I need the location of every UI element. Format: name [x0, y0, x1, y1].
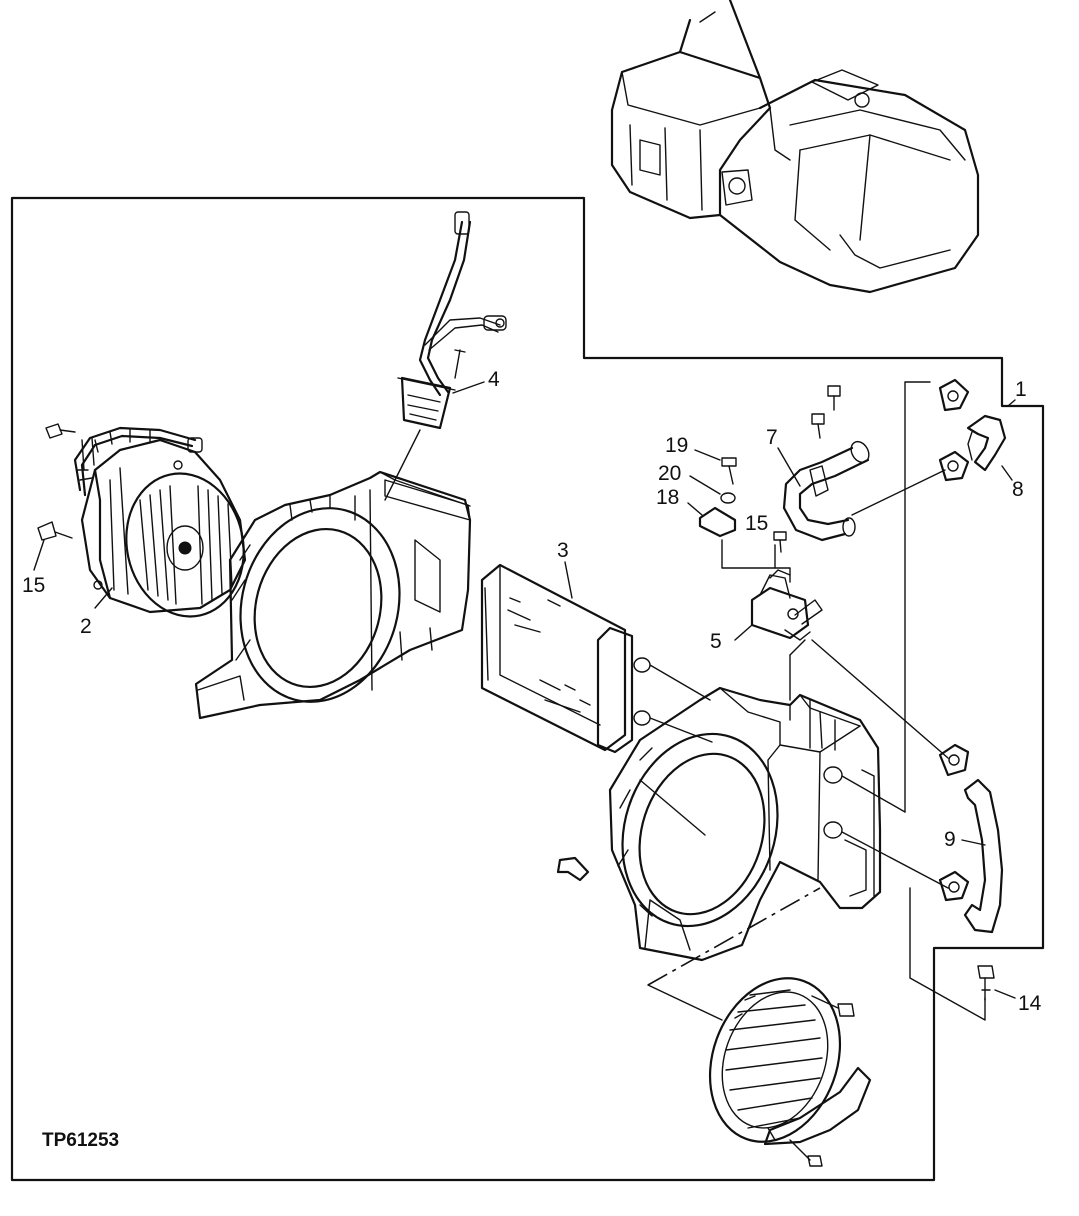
leader-3: [564, 561, 573, 599]
wiring-harness-resistor: [397, 211, 507, 430]
blower-screws: [37, 423, 76, 541]
callout-8: 8: [1012, 478, 1024, 501]
screws-top: [811, 385, 841, 439]
leader-20: [689, 475, 721, 495]
heater-case: [608, 686, 949, 962]
leader-4: [452, 381, 485, 394]
drain-drop-line: [909, 887, 986, 1021]
leader-8: [1001, 465, 1013, 481]
leader-valve-to-case: [789, 639, 806, 656]
leader-19: [694, 449, 721, 461]
grille-screws: [789, 995, 855, 1167]
callout-2: 2: [80, 615, 92, 638]
callout-7: 7: [766, 426, 778, 449]
screw-15b: [773, 531, 787, 553]
leader-harness-to-housing: [384, 429, 421, 501]
figure-id: TP61253: [42, 1130, 119, 1151]
leader-15a: [33, 539, 45, 571]
leader-valve-to-hose9: [811, 639, 949, 759]
callout-19: 19: [665, 434, 688, 457]
callout-1: 1: [1015, 378, 1027, 401]
callout-15a: 15: [22, 574, 45, 597]
excavator-locator: [610, 0, 980, 294]
blower-housing: [194, 470, 472, 720]
hose-8-clamps: [938, 378, 1007, 482]
front-grille: [708, 977, 872, 1146]
leader-grille: [647, 984, 723, 1021]
callout-14: 14: [1018, 992, 1042, 1015]
leader-core-to-case: [639, 779, 706, 836]
drain-14: [977, 965, 995, 1001]
leader-7: [777, 447, 801, 487]
small-fitting: [556, 856, 590, 882]
leader-18: [687, 502, 703, 516]
water-valve: [750, 569, 823, 641]
hose-8-drop-line: [904, 381, 931, 813]
callout-3: 3: [557, 539, 569, 562]
assembly-boundary: [10, 196, 1045, 1182]
leader-1: [1007, 399, 1016, 407]
leader-9: [961, 839, 986, 846]
heater-core: [480, 563, 713, 754]
hose-8-connector: [851, 469, 946, 516]
leader-5: [734, 624, 753, 641]
leader-2: [94, 587, 113, 609]
hose-9-clamps: [938, 743, 1004, 934]
valve-mount-line: [721, 539, 791, 583]
callout-5: 5: [710, 630, 722, 653]
clip-18: [698, 506, 737, 538]
callout-15b: 15: [745, 512, 768, 535]
screw-19: [721, 457, 737, 485]
callout-4: 4: [488, 368, 500, 391]
grille-dash-line: [647, 887, 821, 986]
callout-18: 18: [656, 486, 679, 509]
hose-7: [782, 440, 870, 542]
leader-14: [994, 989, 1016, 999]
callout-20: 20: [658, 462, 681, 485]
washer-20: [720, 492, 736, 504]
blower-motor: [73, 426, 247, 618]
callout-9: 9: [944, 828, 956, 851]
